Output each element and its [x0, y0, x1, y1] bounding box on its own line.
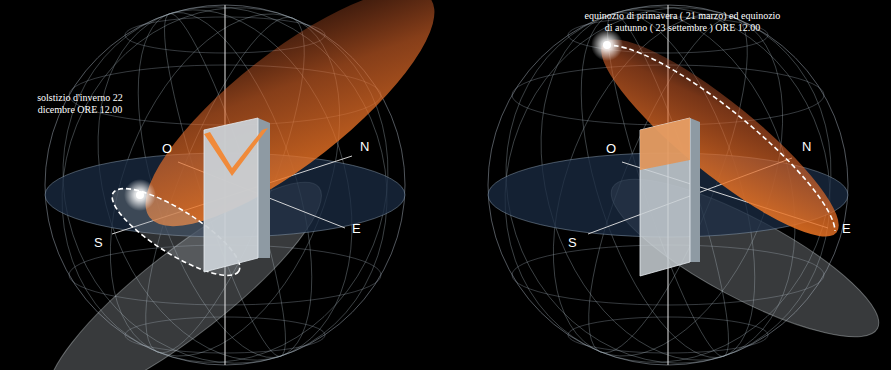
date-caption: solstizio d'inverno 22 dicembre ORE 12.0…: [22, 92, 138, 116]
compass-letter: N: [358, 140, 371, 154]
date-caption: equinozio di primavera ( 21 marzo) ed eq…: [580, 10, 785, 34]
sun: [603, 41, 611, 49]
compass-letter: S: [92, 236, 105, 250]
compass-letter: S: [566, 236, 579, 250]
wall-side: [690, 118, 700, 262]
wall-shadow: [640, 118, 690, 170]
compass-letter: E: [350, 222, 363, 236]
compass-letter: E: [840, 222, 853, 236]
shadow-plane: [581, 16, 859, 261]
sun: [136, 191, 144, 199]
sun-glow: [591, 29, 623, 61]
wall-notch: [204, 128, 268, 176]
sun-glow: [124, 179, 156, 211]
wall-side: [258, 118, 270, 258]
compass-letter: O: [160, 142, 174, 156]
compass-letter: O: [604, 142, 618, 156]
compass-letter: N: [800, 140, 813, 154]
wall: [640, 118, 690, 276]
